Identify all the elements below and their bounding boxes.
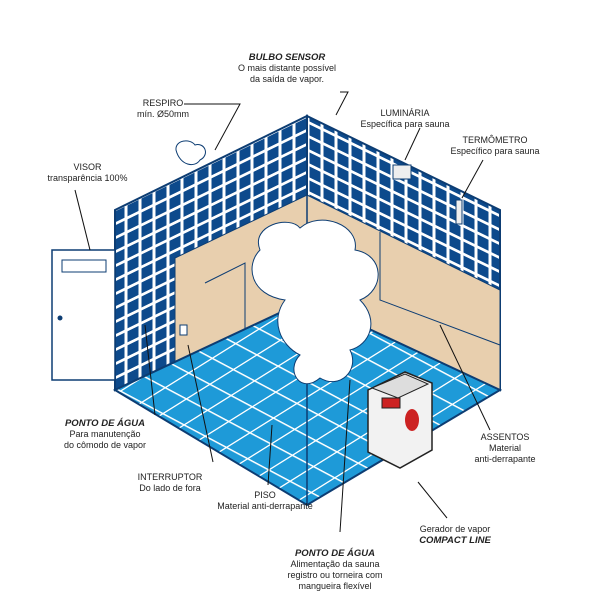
label-title: COMPACT LINE bbox=[419, 535, 491, 546]
interruptor bbox=[179, 324, 188, 336]
label-line: Específico para sauna bbox=[450, 146, 540, 156]
label-line: RESPIRO bbox=[142, 98, 184, 108]
label-line: Alimentação da sauna bbox=[290, 559, 380, 569]
label-title: PONTO DE ÁGUA bbox=[294, 548, 376, 559]
label-line: O mais distante possível bbox=[237, 63, 337, 73]
label-line: da saída de vapor. bbox=[249, 74, 325, 84]
label-title: PONTO DE ÁGUA bbox=[64, 418, 146, 429]
termometro bbox=[455, 199, 463, 225]
label-line: TERMÔMETRO bbox=[462, 135, 528, 145]
label-line: INTERRUPTOR bbox=[137, 472, 203, 482]
label-line: LUMINÁRIA bbox=[380, 108, 430, 118]
label-line: Material bbox=[488, 443, 521, 453]
label-line: Gerador de vapor bbox=[419, 524, 491, 534]
label-line: ASSENTOS bbox=[480, 432, 530, 442]
label-line: VISOR bbox=[73, 162, 102, 172]
steam-generator bbox=[367, 371, 433, 469]
label-line: Específica para sauna bbox=[360, 119, 450, 129]
label-line: mangueira flexível bbox=[298, 581, 372, 591]
respiro-cloud bbox=[175, 140, 206, 166]
label-line: do cômodo de vapor bbox=[63, 440, 147, 450]
luminaria bbox=[392, 164, 412, 180]
label-line: anti-derrapante bbox=[474, 454, 536, 464]
steam-cloud bbox=[251, 219, 379, 385]
door-visor bbox=[61, 259, 107, 273]
label-line: Material anti-derrapante bbox=[217, 501, 313, 511]
label-line: transparência 100% bbox=[47, 173, 128, 183]
label-line: Do lado de fora bbox=[139, 483, 201, 493]
label-line: PISO bbox=[254, 490, 276, 500]
label-title: BULBO SENSOR bbox=[248, 52, 326, 63]
label-line: mín. Ø50mm bbox=[136, 109, 189, 119]
label-line: registro ou torneira com bbox=[287, 570, 383, 580]
leader-lines bbox=[74, 91, 491, 533]
label-line: Para manutenção bbox=[69, 429, 141, 439]
